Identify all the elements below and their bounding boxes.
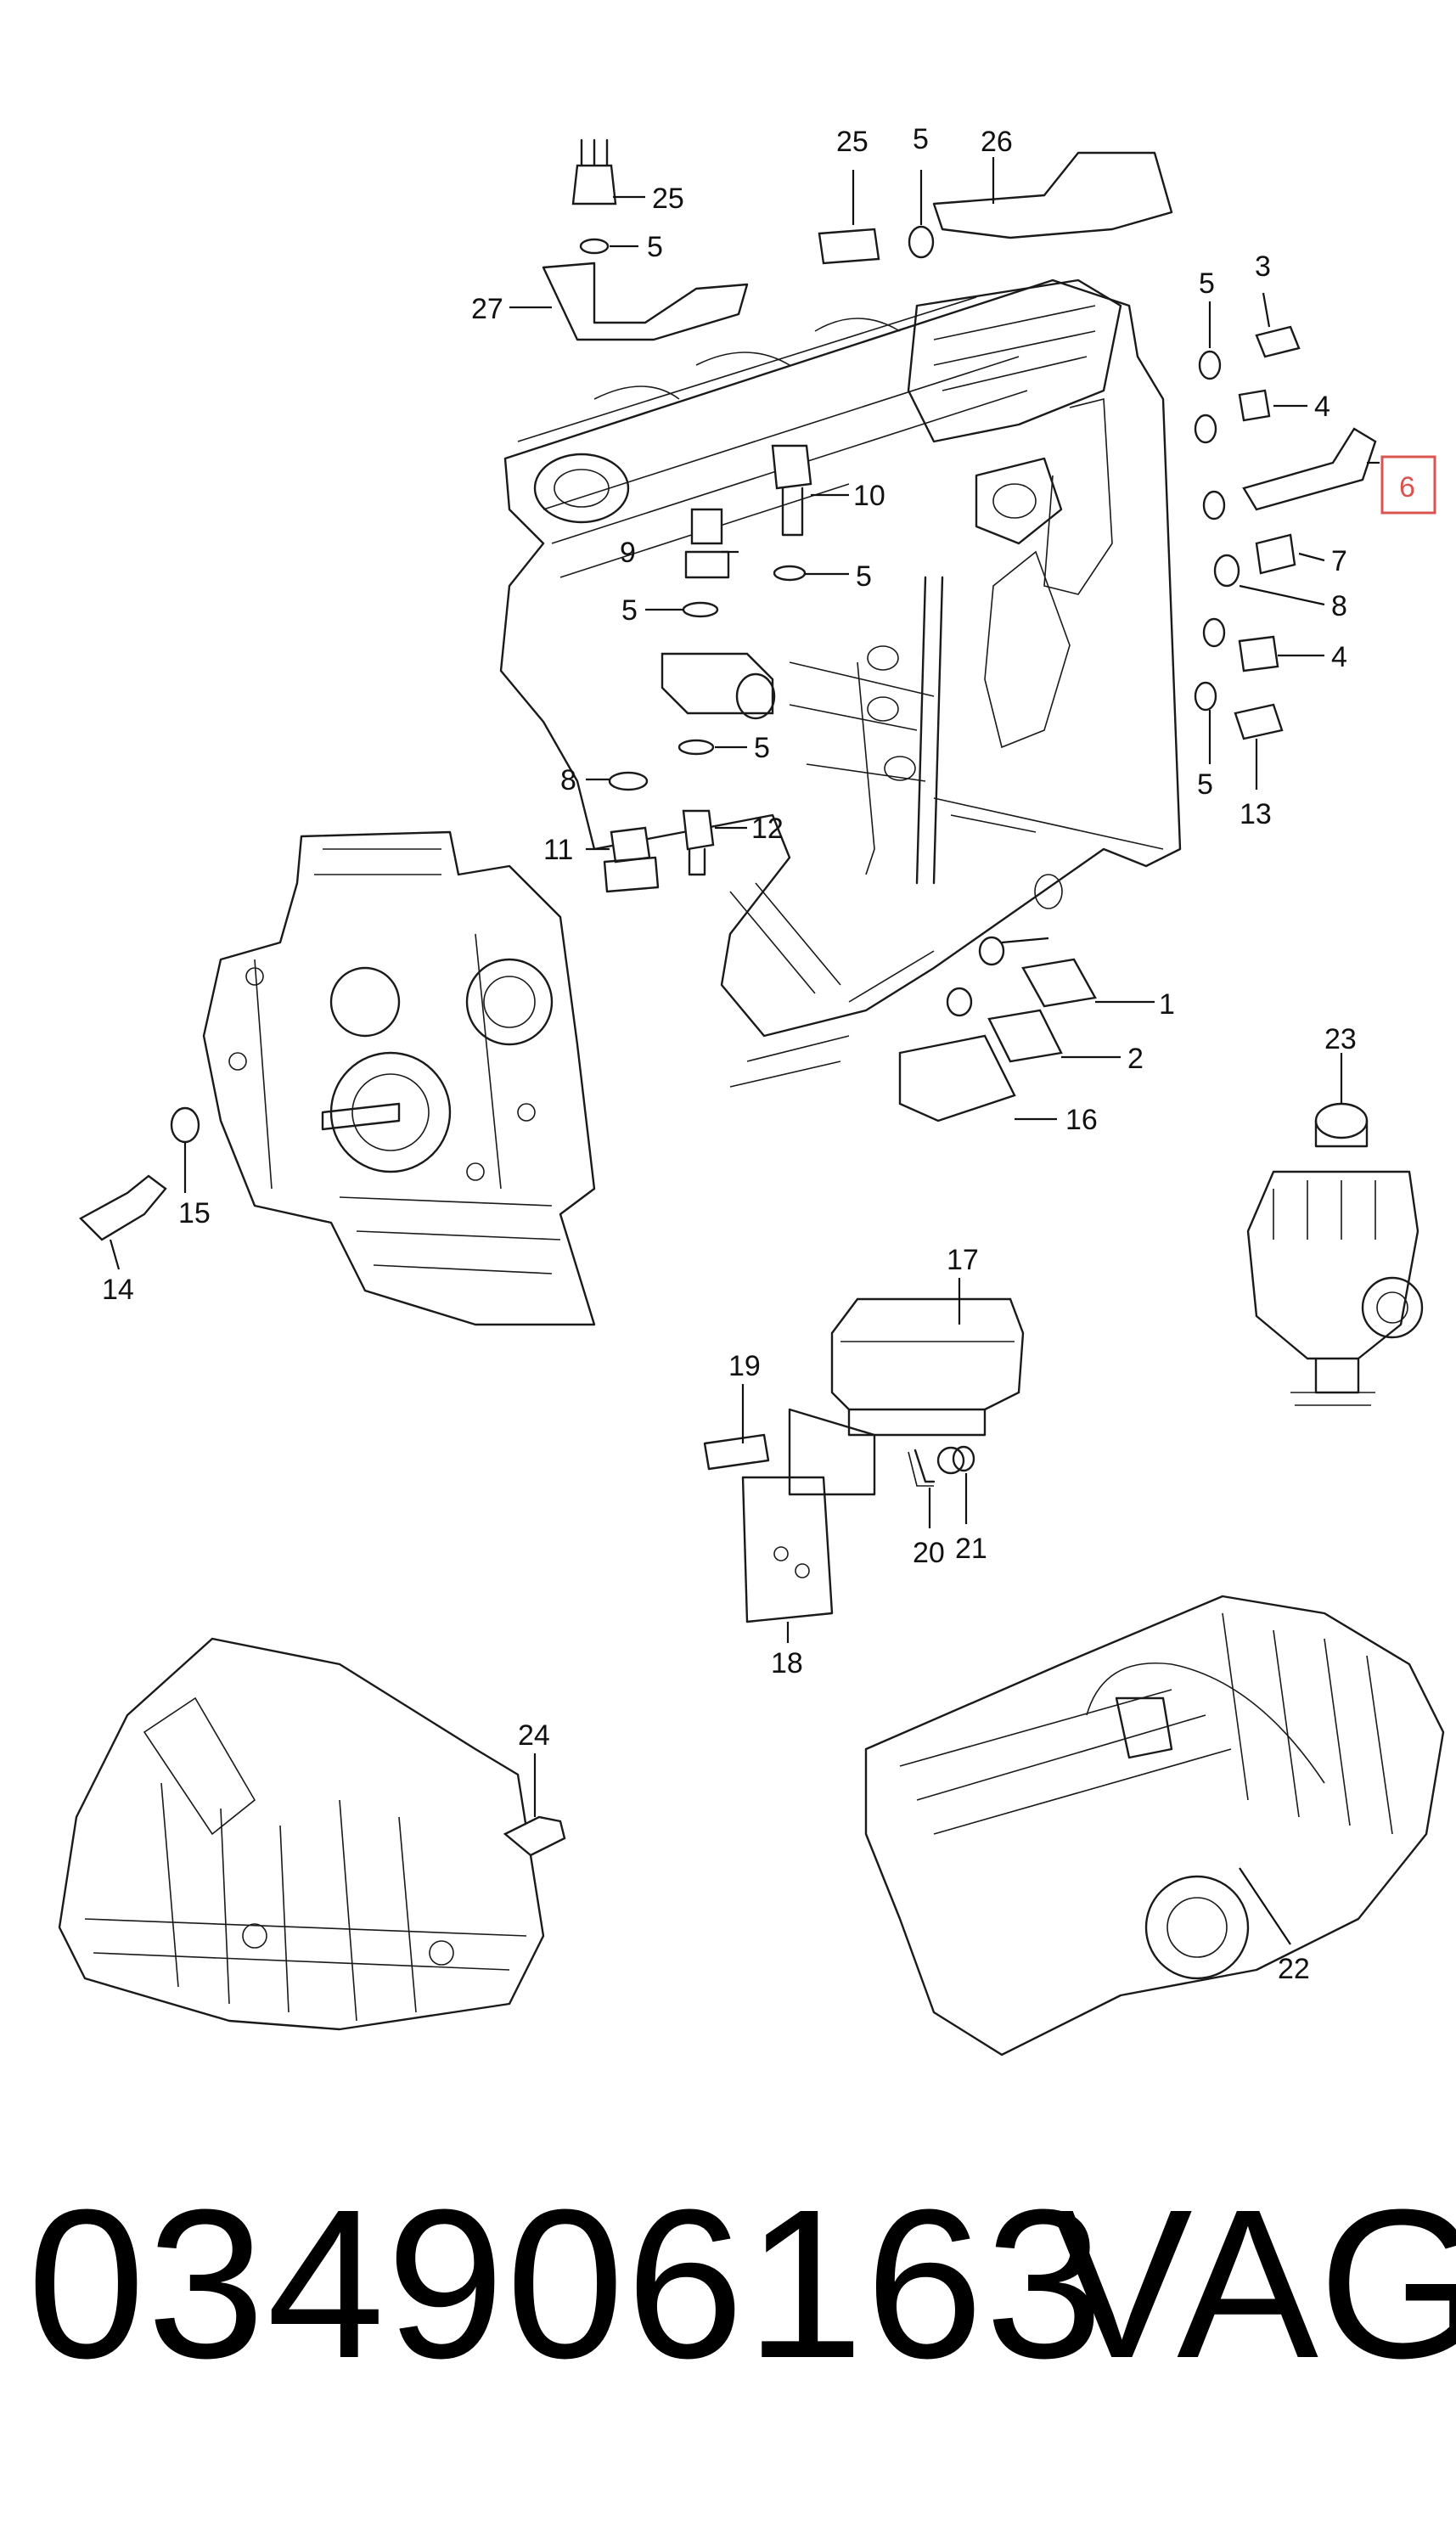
switch-11 — [610, 826, 651, 864]
switch-3 — [1255, 325, 1301, 358]
callout-23: 23 — [1324, 1023, 1357, 1055]
sensors — [79, 138, 1377, 1857]
callout-17: 17 — [947, 1244, 979, 1276]
callout-4-upper: 4 — [1314, 391, 1330, 423]
spark-plug-14 — [79, 1174, 167, 1241]
temperature-sensor-6 — [1242, 427, 1377, 511]
callout-7: 7 — [1331, 545, 1347, 577]
switch-24 — [503, 1815, 566, 1857]
parts-diagram: 1 2 3 4 4 5 5 5 5 5 5 5 6 7 8 8 9 10 11 … — [58, 123, 1445, 2056]
cold-start-valve-16 — [898, 1034, 1016, 1122]
switch-12 — [682, 809, 715, 851]
switch-4-lower — [1238, 635, 1279, 672]
callout-9: 9 — [620, 537, 636, 569]
callout-5-b: 5 — [1197, 768, 1213, 801]
highlight-box — [1380, 455, 1436, 515]
callout-15: 15 — [178, 1197, 211, 1229]
callout-19: 19 — [728, 1350, 761, 1382]
callout-21: 21 — [955, 1533, 987, 1565]
callout-labels: 1 2 3 4 4 5 5 5 5 5 5 5 6 7 8 8 9 10 11 … — [102, 123, 1415, 1985]
switch-13 — [1234, 703, 1284, 740]
callout-8-left: 8 — [560, 764, 576, 796]
oil-pressure-switch-25 — [818, 228, 880, 265]
callout-20: 20 — [913, 1537, 945, 1569]
callout-22: 22 — [1278, 1953, 1310, 1985]
callout-1: 1 — [1159, 988, 1175, 1021]
distributor — [1246, 1102, 1424, 1406]
callout-5-e: 5 — [856, 560, 872, 593]
engine-block-main — [499, 278, 1182, 1088]
sensor-9 — [690, 508, 723, 545]
callout-16: 16 — [1065, 1104, 1098, 1136]
callout-11: 11 — [543, 834, 573, 866]
callout-26: 26 — [981, 126, 1013, 158]
callout-25-middle: 25 — [836, 126, 869, 158]
callout-5-c: 5 — [913, 123, 929, 155]
engine-timing-side — [202, 830, 596, 1326]
callout-5-f: 5 — [621, 594, 638, 627]
callout-12: 12 — [751, 813, 784, 845]
gearbox-right — [864, 1595, 1445, 2056]
callout-18: 18 — [771, 1647, 803, 1679]
callout-14: 14 — [102, 1274, 134, 1306]
brand-name: VAG — [1051, 2165, 1456, 2402]
leader-lines — [109, 157, 1380, 1945]
callout-3: 3 — [1255, 250, 1271, 283]
callout-27: 27 — [471, 293, 503, 325]
switch-2 — [987, 1009, 1063, 1063]
switch-4-upper — [1238, 389, 1271, 422]
bracket-26 — [932, 151, 1173, 239]
callout-2: 2 — [1127, 1043, 1144, 1075]
callout-6: 6 — [1399, 471, 1415, 504]
callout-13: 13 — [1240, 798, 1272, 830]
callout-25-left: 25 — [652, 183, 684, 215]
part-number: 034906163 — [27, 2165, 1105, 2402]
switch-7 — [1255, 533, 1296, 575]
callout-24: 24 — [518, 1719, 550, 1752]
callout-5-g: 5 — [754, 732, 770, 764]
bracket-27 — [542, 262, 749, 341]
sensor-housing — [661, 652, 774, 715]
oil-pressure-switch-25-left — [571, 164, 617, 205]
callout-10: 10 — [853, 480, 885, 512]
seal-ring — [579, 238, 610, 255]
callout-8-right: 8 — [1331, 590, 1347, 622]
gearbox-left — [58, 1637, 545, 2031]
callout-5-a: 5 — [1199, 267, 1215, 300]
callout-5-d: 5 — [647, 231, 663, 263]
sensor-10 — [771, 444, 812, 490]
control-unit-assembly — [703, 1297, 1025, 1623]
switch-1 — [1021, 958, 1097, 1008]
callout-4-lower: 4 — [1331, 641, 1347, 673]
